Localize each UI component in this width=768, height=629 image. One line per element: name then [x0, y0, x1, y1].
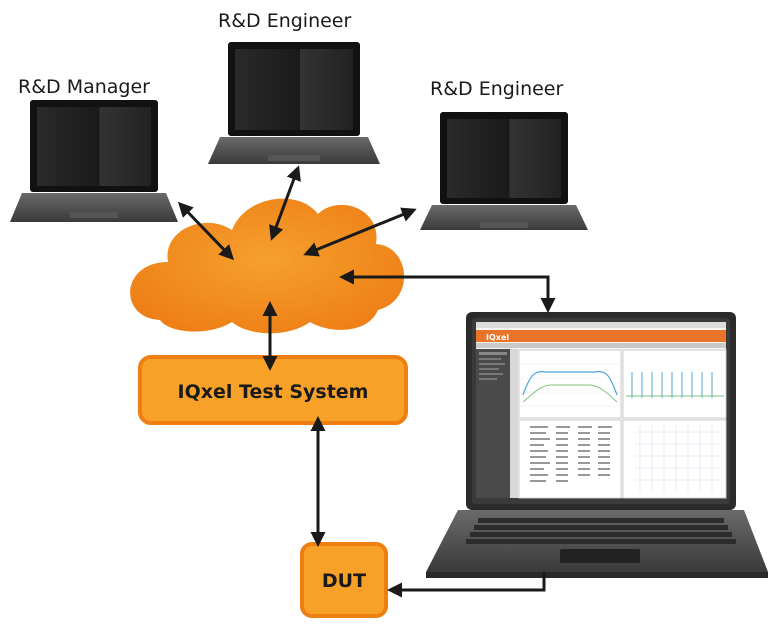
arrow-engineer-top-cloud — [269, 165, 301, 241]
software-brand: IQxel — [486, 333, 509, 342]
arrow-engineer-right-cloud — [303, 207, 417, 257]
laptop-manager-icon — [10, 100, 178, 222]
connection-arrows — [177, 165, 556, 598]
test-system-label: IQxel Test System — [178, 381, 369, 403]
manager-label: R&D Manager — [18, 76, 150, 98]
laptop-iqxel-software: IQxel — [426, 312, 768, 578]
engineer-top-label: R&D Engineer — [218, 10, 352, 32]
engineer-right-label: R&D Engineer — [430, 78, 564, 100]
iqxel-test-system-box: IQxel Test System — [138, 355, 408, 425]
arrow-cloud-laptop — [339, 269, 556, 313]
dut-label: DUT — [322, 570, 366, 592]
laptop-engineer-top-icon — [208, 42, 380, 164]
arrow-laptop-dut — [387, 572, 546, 598]
arrow-manager-cloud — [177, 201, 235, 261]
laptop-engineer-right-icon — [420, 112, 588, 230]
dut-box: DUT — [300, 542, 388, 618]
